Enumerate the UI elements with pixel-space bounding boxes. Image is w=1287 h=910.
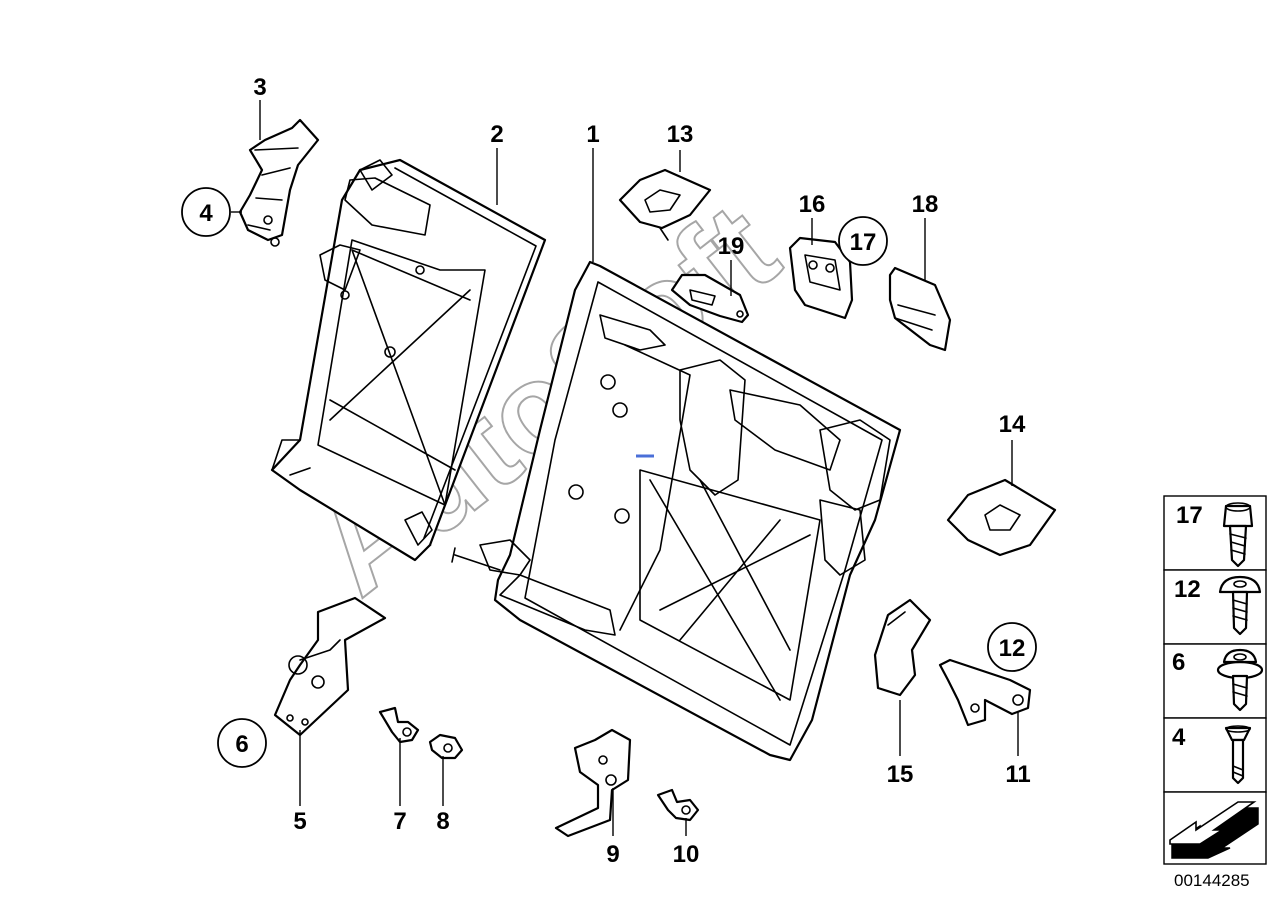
- callout-16: 16: [799, 191, 826, 218]
- callout-circle-6: [217, 718, 267, 768]
- part-2-left-backrest-frame: [270, 158, 547, 562]
- callout-5: 5: [293, 808, 306, 835]
- legend-number-6: 6: [1172, 649, 1185, 676]
- diagram-number: 00144285: [1174, 871, 1250, 890]
- callout-6: 6: [235, 731, 248, 758]
- callout-labels: 1 2 3 4 5 6 7 8 9 10 11 12 13 14 15 16 1…: [181, 74, 1037, 868]
- callout-3: 3: [253, 74, 266, 101]
- part-11-strap-bracket: [938, 658, 1032, 727]
- torx-cylinder-screw-icon: [1222, 502, 1254, 568]
- callout-1: 1: [586, 121, 599, 148]
- part-3-hinge-bracket: [238, 118, 320, 247]
- callout-circle-17: [838, 216, 888, 266]
- callout-8: 8: [436, 808, 449, 835]
- part-5-hinge-bracket: [273, 596, 387, 737]
- part-16-lock-plate: [788, 236, 854, 320]
- part-8-bushing: [428, 733, 464, 760]
- legend-number-4: 4: [1172, 724, 1186, 751]
- direction-arrow-icon: [1169, 801, 1259, 859]
- part-14-handle-bezel: [946, 478, 1057, 557]
- callout-9: 9: [606, 841, 619, 868]
- callout-13: 13: [667, 121, 694, 148]
- part-7-pin: [378, 706, 420, 744]
- callout-17: 17: [850, 229, 877, 256]
- part-15-side-trim: [873, 598, 932, 697]
- leader-lines: [231, 100, 1019, 836]
- part-1-backrest-frame: [451, 260, 902, 762]
- part-9-bracket: [554, 728, 632, 838]
- callout-15: 15: [887, 761, 914, 788]
- torx-pan-screw-icon: [1218, 575, 1262, 636]
- callout-10: 10: [673, 841, 700, 868]
- part-10-pin: [656, 788, 700, 822]
- flange-head-screw-icon: [1216, 648, 1264, 712]
- countersunk-bolt-icon: [1224, 725, 1252, 785]
- callout-14: 14: [999, 411, 1026, 438]
- callout-11: 11: [1005, 761, 1030, 788]
- legend-number-12: 12: [1174, 576, 1201, 603]
- part-19-latch: [670, 273, 750, 324]
- legend-number-17: 17: [1176, 502, 1203, 529]
- callout-2: 2: [490, 121, 503, 148]
- part-13-cover: [618, 168, 712, 241]
- callout-18: 18: [912, 191, 939, 218]
- callout-12: 12: [999, 635, 1026, 662]
- callout-7: 7: [393, 808, 406, 835]
- callout-4: 4: [199, 200, 213, 227]
- part-18-trim-panel: [888, 266, 952, 352]
- callout-circle-12: [987, 622, 1037, 672]
- callout-19: 19: [718, 233, 745, 260]
- callout-circle-4: [181, 187, 231, 237]
- fastener-legend: 17 12 6 4: [1163, 495, 1267, 865]
